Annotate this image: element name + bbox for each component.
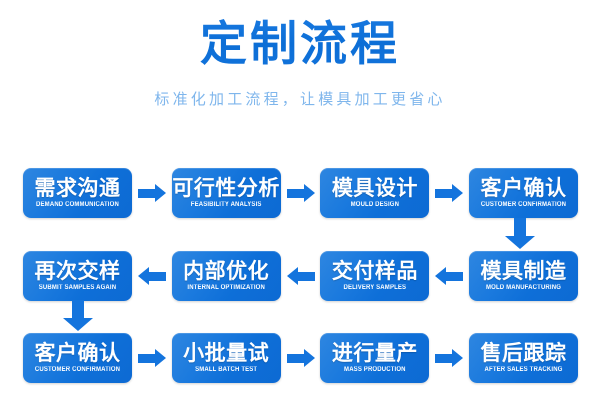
flow-node-label-cn: 模具设计 xyxy=(331,176,418,200)
flow-node-label-cn: 小批量试 xyxy=(183,341,270,365)
flow-node-mould-design[interactable]: 模具设计 MOULD DESIGN xyxy=(320,168,430,218)
row-3-right-pad xyxy=(578,333,600,383)
row-1-gap-2 xyxy=(281,168,321,218)
header: 定制流程 标准化加工流程，让模具加工更省心 xyxy=(0,0,600,109)
row-1-left-pad xyxy=(0,168,23,218)
flow-node-submit-samples-again[interactable]: 再次交样 SUBMIT SAMPLES AGAIN xyxy=(23,251,132,301)
arrow-left-icon xyxy=(137,266,166,286)
flow-node-label-en: MASS PRODUCTION xyxy=(344,366,406,374)
flow-node-customer-confirmation-1[interactable]: 客户确认 CUSTOMER CONFIRMATION xyxy=(469,168,579,218)
row-3-gap-2 xyxy=(281,333,321,383)
row-3-gap-1 xyxy=(132,333,172,383)
flow-node-label-en: AFTER SALES TRACKING xyxy=(484,366,563,374)
arrow-right-icon xyxy=(286,183,315,203)
flow-node-label-en: SUBMIT SAMPLES AGAIN xyxy=(38,284,117,292)
arrow-left-icon xyxy=(435,266,464,286)
row-3-left-pad xyxy=(0,333,23,383)
flow-node-label-cn: 可行性分析 xyxy=(172,176,280,200)
flow-node-label-en: MOULD DESIGN xyxy=(350,201,400,209)
arrow-right-icon xyxy=(137,183,166,203)
flow-node-label-cn: 售后跟踪 xyxy=(480,341,567,365)
row-1-gap-1 xyxy=(132,168,172,218)
row-2-gap-2 xyxy=(281,251,321,301)
flow-node-label-cn: 内部优化 xyxy=(183,259,270,283)
flow-node-label-cn: 模具制造 xyxy=(480,259,567,283)
arrow-right-icon xyxy=(137,348,166,368)
row-3-gap-3 xyxy=(429,333,469,383)
page-title: 定制流程 xyxy=(0,0,600,73)
arrow-right-icon xyxy=(286,348,315,368)
flow-node-mass-production[interactable]: 进行量产 MASS PRODUCTION xyxy=(320,333,430,383)
flow-node-label-cn: 需求沟通 xyxy=(34,176,121,200)
flow-row-1: 需求沟通 DEMAND COMMUNICATION 可行性分析 FEASIBIL… xyxy=(0,166,600,220)
flow-node-small-batch-test[interactable]: 小批量试 SMALL BATCH TEST xyxy=(171,333,281,383)
flow-row-3: 客户确认 CUSTOMER CONFIRMATION 小批量试 SMALL BA… xyxy=(0,331,600,385)
flow-node-label-cn: 再次交样 xyxy=(34,259,121,283)
flow-node-label-en: FEASIBILITY ANALYSIS xyxy=(190,201,262,209)
arrow-right-icon xyxy=(435,348,464,368)
flow-node-label-en: MOLD MANUFACTURING xyxy=(486,284,562,292)
row-2-right-pad xyxy=(578,251,600,301)
flow-node-mold-manufacturing[interactable]: 模具制造 MOLD MANUFACTURING xyxy=(469,251,579,301)
flow-node-after-sales-tracking[interactable]: 售后跟踪 AFTER SALES TRACKING xyxy=(469,333,579,383)
flow-node-label-cn: 客户确认 xyxy=(34,341,121,365)
flow-node-feasibility-analysis[interactable]: 可行性分析 FEASIBILITY ANALYSIS xyxy=(171,168,281,218)
flow-node-label-cn: 客户确认 xyxy=(480,176,567,200)
arrow-right-icon xyxy=(435,183,464,203)
arrow-down-icon xyxy=(63,300,93,331)
flow-node-label-en: CUSTOMER CONFIRMATION xyxy=(34,366,121,374)
flow-node-demand-communication[interactable]: 需求沟通 DEMAND COMMUNICATION xyxy=(23,168,132,218)
row-1-right-pad xyxy=(578,168,600,218)
flow-row-2: 再次交样 SUBMIT SAMPLES AGAIN 内部优化 INTERNAL … xyxy=(0,249,600,303)
flow-node-internal-optimization[interactable]: 内部优化 INTERNAL OPTIMIZATION xyxy=(171,251,281,301)
flow-node-customer-confirmation-2[interactable]: 客户确认 CUSTOMER CONFIRMATION xyxy=(23,333,132,383)
flow-node-label-en: INTERNAL OPTIMIZATION xyxy=(187,284,265,292)
flow-node-delivery-samples[interactable]: 交付样品 DELIVERY SAMPLES xyxy=(320,251,430,301)
row-2-gap-1 xyxy=(132,251,172,301)
flow-node-label-cn: 交付样品 xyxy=(331,259,418,283)
flow-node-label-en: DEMAND COMMUNICATION xyxy=(36,201,119,209)
row-2-gap-3 xyxy=(429,251,469,301)
page-subtitle: 标准化加工流程，让模具加工更省心 xyxy=(154,90,446,108)
arrow-down-icon xyxy=(505,218,535,249)
flow-node-label-cn: 进行量产 xyxy=(331,341,418,365)
flow-node-label-en: CUSTOMER CONFIRMATION xyxy=(480,201,567,209)
row-1-gap-3 xyxy=(429,168,469,218)
arrow-left-icon xyxy=(286,266,315,286)
flow-node-label-en: SMALL BATCH TEST xyxy=(195,366,258,374)
flow-node-label-en: DELIVERY SAMPLES xyxy=(343,284,407,292)
row-2-left-pad xyxy=(0,251,23,301)
